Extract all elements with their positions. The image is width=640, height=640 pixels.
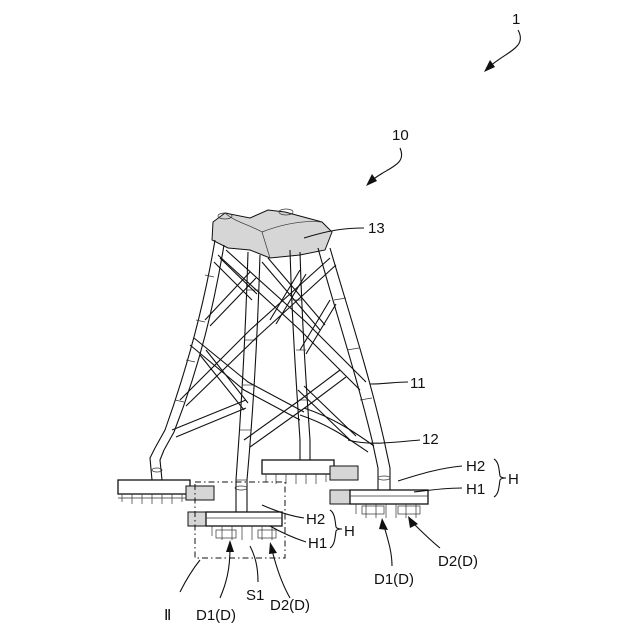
ref-H-right: H: [508, 471, 519, 488]
ref-II: Ⅱ: [164, 607, 171, 624]
leg-front: [236, 252, 260, 500]
ref-D2D-front: D2(D): [270, 597, 310, 614]
ref-10: 10: [392, 127, 409, 144]
ref-1-arrow: [484, 30, 520, 72]
top-deck: [212, 210, 332, 258]
ref-D1D-right: D1(D): [374, 571, 414, 588]
leg-right: [318, 248, 390, 468]
ref-1: 1: [512, 11, 520, 28]
ref-10-arrow: [366, 148, 402, 186]
leg-back-left: [155, 240, 224, 450]
lower-member: [300, 408, 374, 452]
ref-H1-right: H1: [466, 481, 485, 498]
ref-H2-front: H2: [306, 511, 325, 528]
support-unit-back: [262, 460, 358, 484]
ref-H1-front: H1: [308, 535, 327, 552]
ref-13: 13: [368, 220, 385, 237]
support-unit-right: [330, 490, 428, 518]
support-unit-left: [118, 480, 214, 504]
ref-H2-right: H2: [466, 458, 485, 475]
support-unit-front: [188, 512, 282, 540]
ref-S1: S1: [246, 587, 264, 604]
ref-D2D-right: D2(D): [438, 553, 478, 570]
ref-11: 11: [410, 375, 426, 392]
ref-D1D-front: D1(D): [196, 607, 236, 624]
ref-H-front: H: [344, 523, 355, 540]
ref-12: 12: [422, 431, 439, 448]
leader-lines: [180, 228, 506, 592]
